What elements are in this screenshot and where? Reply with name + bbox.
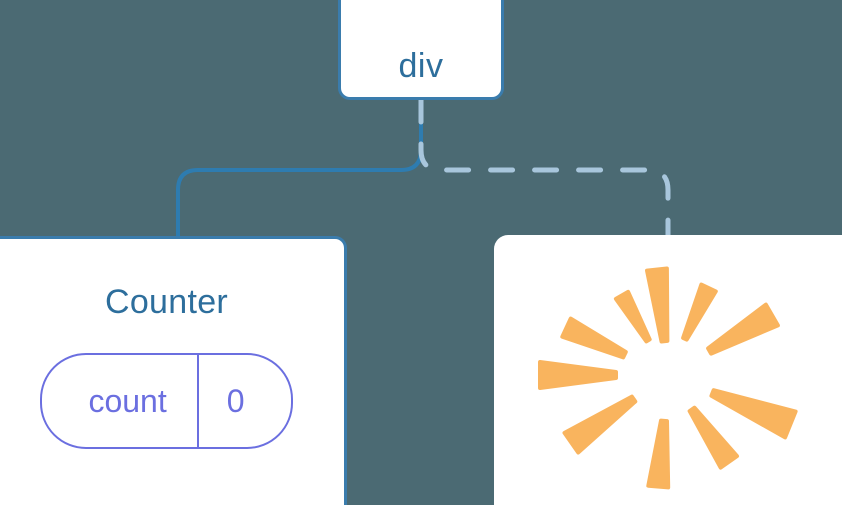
node-counter[interactable]: Counter count 0: [0, 236, 347, 505]
prop-name-label: count: [88, 383, 167, 419]
node-div-label: div: [398, 47, 444, 85]
node-counter-label: Counter: [104, 283, 229, 321]
node-sparkle[interactable]: [494, 235, 842, 505]
ray-nw: [560, 316, 628, 360]
ray-sse: [687, 405, 739, 470]
ray-w: [538, 360, 618, 390]
prop-value-label: 0: [226, 383, 245, 419]
ray-n: [645, 266, 670, 344]
prop-badge-count[interactable]: count 0: [40, 353, 293, 449]
ray-nnw: [613, 289, 652, 344]
node-div[interactable]: div: [338, 0, 504, 100]
ray-ne: [706, 302, 780, 356]
prop-divider: [196, 355, 199, 447]
sparkle-burst-icon: [538, 266, 798, 490]
ray-e: [709, 388, 798, 440]
ray-sw: [562, 394, 638, 455]
edge-root-to-counter: [176, 98, 423, 240]
ray-s: [646, 418, 671, 490]
ray-nne: [681, 282, 718, 342]
edge-root-to-sparkle: [418, 97, 671, 240]
